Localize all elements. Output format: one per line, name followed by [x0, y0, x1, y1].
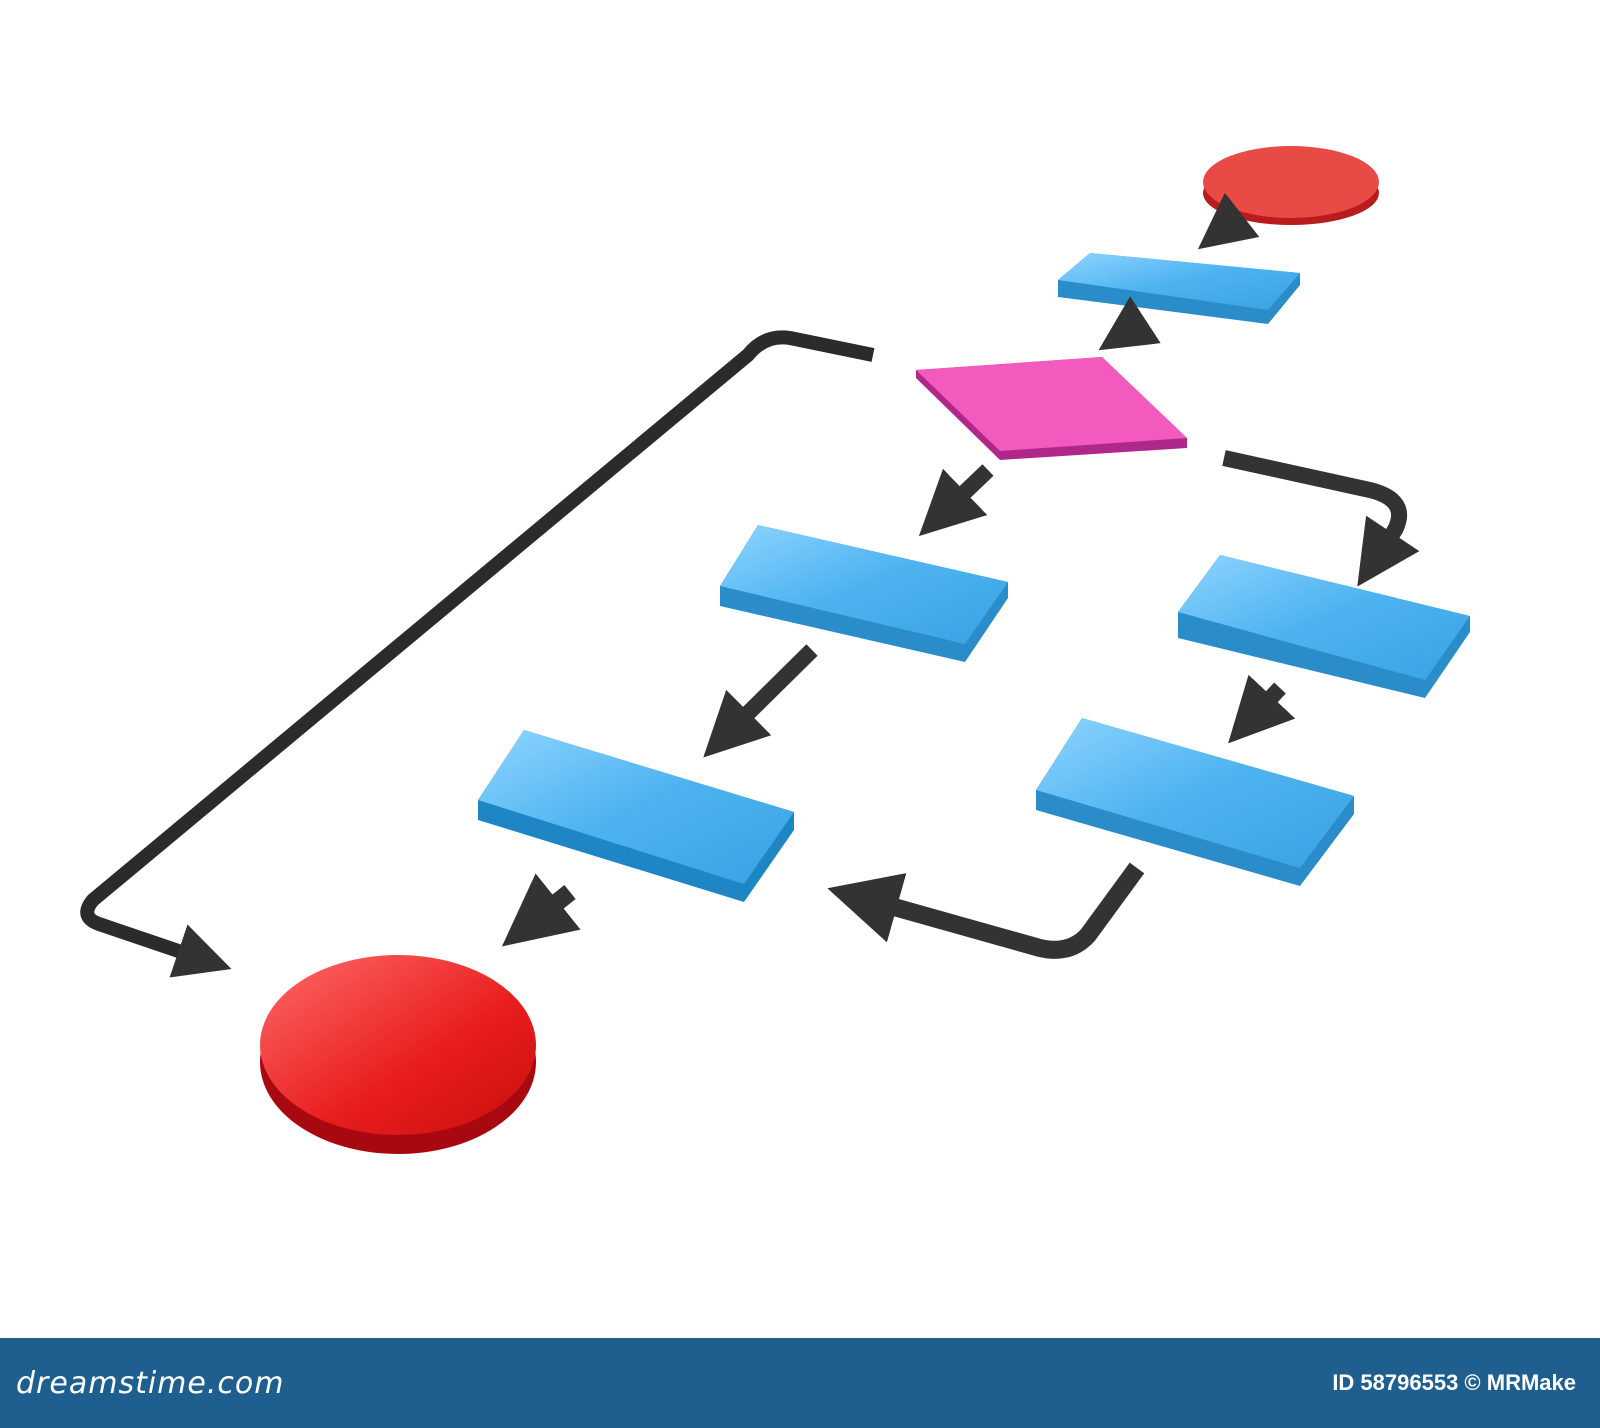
flowchart-diagram: [80, 146, 1470, 1154]
image-credit: ID 58796553 © MRMake: [1332, 1370, 1576, 1395]
process-node-right-2: [1036, 718, 1354, 886]
arrow-decision-right1: [1222, 450, 1420, 587]
arrow-start-process1: [1197, 192, 1260, 250]
loop-arrow: [80, 330, 875, 978]
start-node: [1203, 146, 1379, 225]
arrow-process1-decision: [1098, 296, 1161, 351]
arrow-right1-right2: [1228, 674, 1296, 744]
process-node-left-2: [478, 730, 794, 902]
arrow-decision-left1: [918, 464, 994, 537]
end-node: [260, 955, 536, 1154]
brand-logo: dreamstime.com: [16, 1365, 285, 1401]
process-node-left-1: [720, 525, 1008, 662]
arrow-left2-end: [501, 873, 581, 947]
process-node-1: [1058, 253, 1300, 324]
arrow-left1-left2: [703, 644, 818, 758]
arrow-right2-left2: [827, 862, 1145, 959]
footer-bar: dreamstime.com ID 58796553 © MRMake: [0, 1338, 1600, 1428]
process-node-right-1: [1178, 555, 1470, 698]
decision-node: [916, 357, 1187, 460]
